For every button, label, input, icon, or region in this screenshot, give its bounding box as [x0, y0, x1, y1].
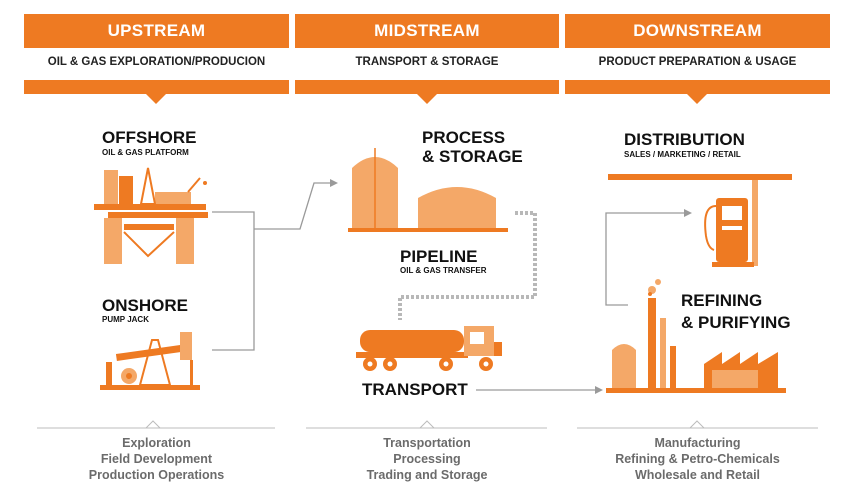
- footer-separators: [37, 420, 818, 429]
- downstream-footer-item: Wholesale and Retail: [634, 468, 761, 482]
- pipeline-subtitle: OIL & GAS TRANSFER: [400, 266, 487, 275]
- onshore-title: ONSHORE: [102, 296, 188, 315]
- process-title-line1: PROCESS: [422, 128, 506, 147]
- downstream-footer-item: Refining & Petro-Chemicals: [615, 452, 780, 466]
- midstream-subheader: TRANSPORT & STORAGE: [355, 56, 499, 68]
- onshore-subtitle: PUMP JACK: [102, 315, 149, 324]
- refinery-icon: [606, 279, 786, 393]
- refining-title-line2: & PURIFYING: [681, 313, 791, 332]
- offshore-platform-icon: [94, 167, 208, 264]
- upstream-subheader: OIL & GAS EXPLORATION/PRODUCION: [47, 56, 266, 68]
- downstream-footer: Manufacturing Refining & Petro-Chemicals…: [565, 435, 830, 483]
- upstream-header: UPSTREAM: [24, 14, 289, 48]
- downstream-footer-item: Manufacturing: [654, 436, 741, 450]
- upstream-footer-item: Field Development: [100, 452, 213, 466]
- pipeline-title: PIPELINE: [400, 247, 478, 266]
- pump-jack-icon: [100, 332, 200, 390]
- arrowhead-to-refining: [595, 386, 603, 394]
- pipeline-dashed-connector: [398, 211, 537, 320]
- transport-title: TRANSPORT: [362, 380, 468, 399]
- upstream-to-midstream-connector: [254, 182, 330, 230]
- downstream-subheader: PRODUCT PREPARATION & USAGE: [598, 56, 797, 68]
- storage-tanks-icon: [348, 148, 508, 232]
- flow-connectors: [212, 179, 692, 394]
- offshore-title: OFFSHORE: [102, 128, 197, 147]
- downstream-pointer: [687, 94, 707, 104]
- refining-title-line1: REFINING: [681, 291, 763, 310]
- upstream-footer-item: Exploration: [122, 436, 191, 450]
- upstream-connector: [212, 211, 255, 351]
- process-title-line2: & STORAGE: [422, 147, 523, 166]
- midstream-band: [295, 80, 559, 94]
- upstream-footer-item: Production Operations: [88, 468, 225, 482]
- midstream-footer-item: Trading and Storage: [366, 468, 488, 482]
- midstream-footer-item: Transportation: [383, 436, 471, 450]
- offshore-subtitle: OIL & GAS PLATFORM: [102, 148, 189, 157]
- midstream-footer: Transportation Processing Trading and St…: [295, 435, 559, 483]
- upstream-footer: Exploration Field Development Production…: [24, 435, 289, 483]
- fuel-station-icon: [608, 174, 792, 267]
- arrowhead-to-distribution: [684, 209, 692, 217]
- distribution-subtitle: SALES / MARKETING / RETAIL: [624, 150, 741, 159]
- downstream-header: DOWNSTREAM: [565, 14, 830, 48]
- tanker-truck-icon: [356, 326, 502, 371]
- upstream-pointer: [146, 94, 166, 104]
- distribution-title: DISTRIBUTION: [624, 130, 745, 149]
- midstream-pointer: [417, 94, 437, 104]
- arrowhead-to-process: [330, 179, 338, 187]
- midstream-footer-item: Processing: [393, 452, 461, 466]
- midstream-header: MIDSTREAM: [295, 14, 559, 48]
- upstream-band: [24, 80, 289, 94]
- downstream-band: [565, 80, 830, 94]
- refining-to-distribution-connector: [605, 212, 684, 306]
